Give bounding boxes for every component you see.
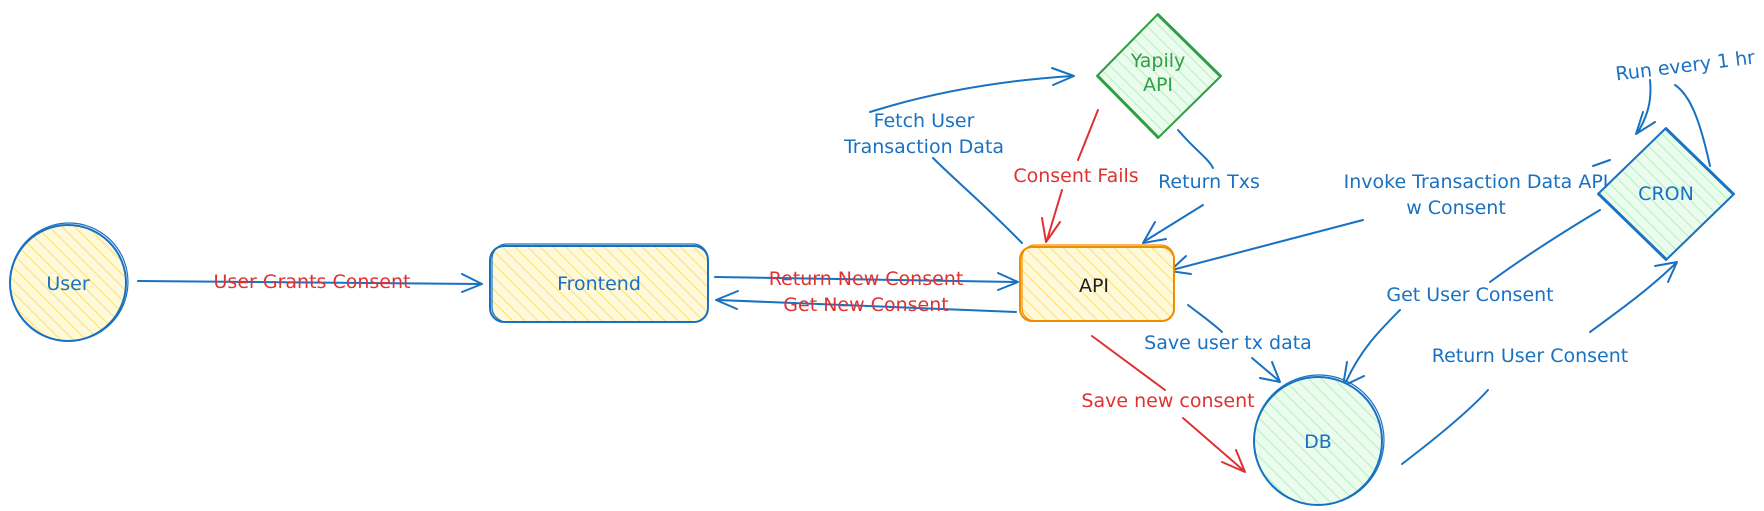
node-user-label: User	[46, 273, 89, 295]
label-return-user-consent: Return User Consent	[1432, 345, 1628, 367]
label-save-user-tx: Save user tx data	[1144, 332, 1312, 354]
label-invoke-tx-line1: Invoke Transaction Data API	[1344, 171, 1609, 193]
edge-frontend-api	[714, 272, 1019, 291]
edge-run-every	[1635, 79, 1711, 167]
label-run-every: Run every 1 hr	[1614, 47, 1756, 86]
node-cron-label: CRON	[1638, 183, 1694, 205]
label-save-new-consent: Save new consent	[1081, 390, 1254, 412]
label-return-txs: Return Txs	[1158, 171, 1260, 193]
edge-api-frontend	[715, 290, 1017, 313]
edge-return-txs	[1142, 129, 1214, 244]
edge-return-user-consent	[1401, 261, 1678, 465]
label-get-new-consent: Get New Consent	[783, 294, 948, 316]
label-invoke-tx-line2: w Consent	[1406, 197, 1506, 219]
edge-user-frontend	[137, 273, 483, 293]
node-yapily: Yapily API	[1096, 13, 1222, 139]
node-db-label: DB	[1304, 431, 1332, 453]
label-return-new-consent: Return New Consent	[769, 268, 964, 290]
label-get-user-consent: Get User Consent	[1386, 284, 1553, 306]
node-yapily-label-line1: Yapily	[1130, 50, 1186, 72]
label-user-grants-consent: User Grants Consent	[214, 271, 411, 293]
node-yapily-label-line2: API	[1143, 74, 1173, 96]
node-cron: CRON	[1597, 127, 1735, 261]
edge-save-consent	[1091, 335, 1246, 473]
label-fetch-user-line2: Transaction Data	[843, 136, 1004, 158]
node-user: User	[9, 222, 129, 342]
node-api: API	[1019, 244, 1175, 322]
edge-api-yapily	[869, 67, 1075, 244]
node-db: DB	[1253, 374, 1385, 506]
edge-consent-fails	[1041, 109, 1099, 243]
label-fetch-user-line1: Fetch User	[874, 110, 975, 132]
node-frontend-label: Frontend	[557, 273, 641, 295]
node-api-label: API	[1079, 275, 1109, 297]
label-consent-fails: Consent Fails	[1013, 165, 1138, 187]
node-frontend: Frontend	[489, 243, 709, 323]
edge-save-tx	[1187, 304, 1281, 383]
